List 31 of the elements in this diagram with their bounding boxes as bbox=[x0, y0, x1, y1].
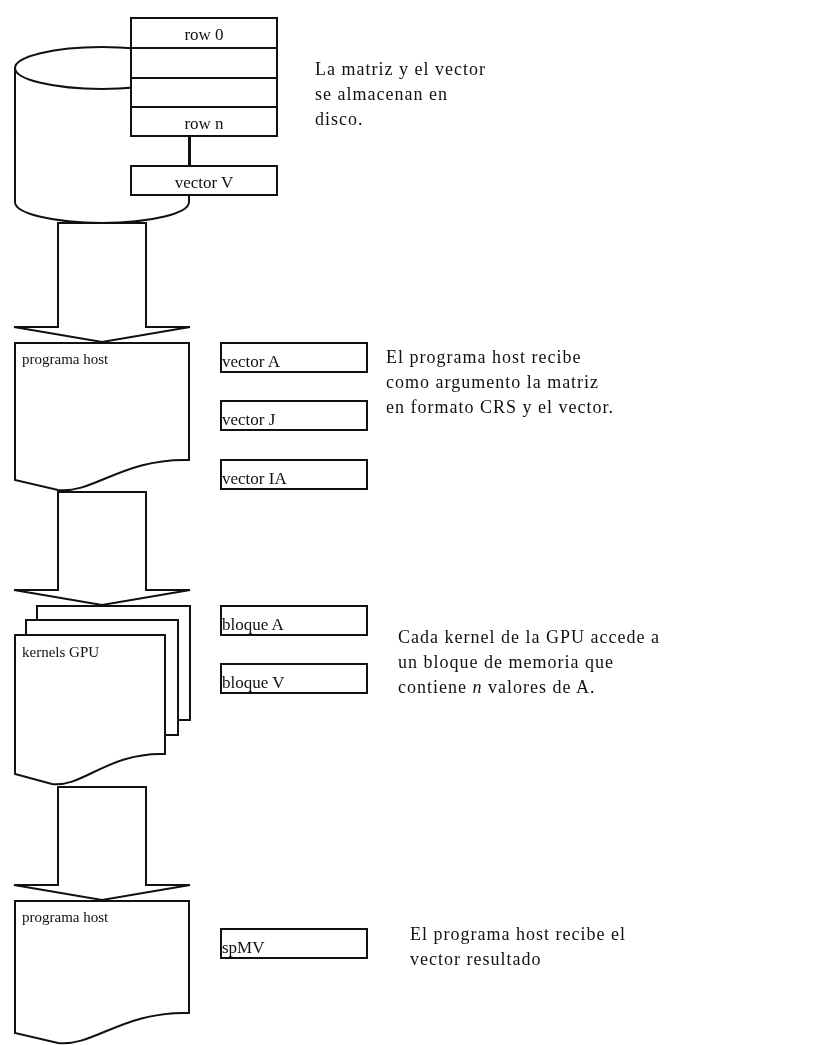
node-label: row 0 bbox=[183, 26, 225, 43]
data-box bbox=[130, 106, 278, 137]
connector-line bbox=[189, 136, 191, 166]
data-box bbox=[220, 459, 368, 490]
data-box bbox=[130, 17, 278, 49]
data-box bbox=[220, 605, 368, 636]
data-box bbox=[220, 342, 368, 373]
node-label: vector V bbox=[173, 174, 235, 191]
node-label: spMV bbox=[222, 939, 265, 956]
node-label: vector A bbox=[222, 353, 281, 370]
node-label: programa host bbox=[22, 352, 109, 367]
description-text: La matriz y el vector se almacenan en disco. bbox=[315, 58, 487, 131]
block-arrow bbox=[13, 222, 191, 343]
block-arrow bbox=[13, 786, 191, 901]
data-box bbox=[220, 663, 368, 694]
data-box bbox=[220, 400, 368, 431]
data-box bbox=[220, 928, 368, 959]
empty-row-box bbox=[130, 77, 278, 108]
data-box bbox=[130, 165, 278, 196]
node-label: vector J bbox=[222, 411, 276, 428]
node-label: programa host bbox=[22, 910, 109, 925]
description-text: Cada kernel de la GPU accede a un bloque de memoria que contiene n valores de A. bbox=[398, 626, 661, 699]
node-label: bloque V bbox=[222, 674, 285, 691]
node-label: vector IA bbox=[222, 470, 287, 487]
empty-row-box bbox=[130, 47, 278, 79]
block-arrow bbox=[13, 491, 191, 606]
description-text: El programa host recibe como argumento la matriz en formato CRS y el vector. bbox=[386, 346, 615, 419]
node-label: row n bbox=[183, 115, 225, 132]
node-label: bloque A bbox=[222, 616, 284, 633]
node-label: kernels GPU bbox=[22, 645, 100, 660]
description-text: El programa host recibe el vector resultado bbox=[410, 923, 627, 971]
